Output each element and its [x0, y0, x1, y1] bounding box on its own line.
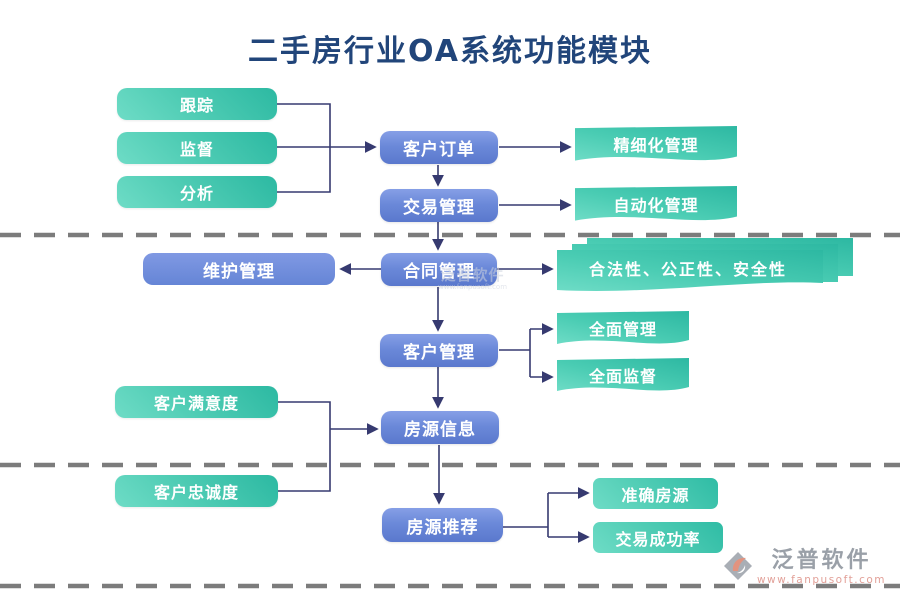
page-title: 二手房行业OA系统功能模块 — [248, 34, 652, 69]
node-customer-satisfaction: 客户满意度 — [115, 386, 278, 418]
brand-url: www.fanpusoft.com — [756, 574, 886, 586]
document-shape — [575, 186, 737, 221]
node-label: 维护管理 — [203, 261, 275, 282]
node-label: 房源推荐 — [406, 517, 479, 538]
node-label: 监督 — [179, 140, 214, 159]
node-label: 合法性、公正性、安全性 — [588, 260, 787, 279]
node-label: 自动化管理 — [613, 196, 699, 215]
node-label: 全面监督 — [588, 367, 657, 386]
node-label: 分析 — [179, 184, 214, 203]
multidocument-shape — [557, 238, 853, 291]
brand-name: 泛普软件 — [771, 548, 872, 573]
node-label: 客户管理 — [403, 343, 475, 363]
node-label: 交易成功率 — [615, 529, 701, 549]
node-customer-loyalty: 客户忠诚度 — [115, 475, 278, 507]
node-label: 精细化管理 — [613, 136, 699, 155]
node-transaction-mgmt: 交易管理 — [380, 189, 498, 222]
node-label: 全面管理 — [588, 320, 657, 339]
node-customer-mgmt: 客户管理 — [380, 334, 498, 367]
node-automated-mgmt: 自动化管理 — [575, 186, 737, 228]
node-listing-recommend: 房源推荐 — [382, 508, 503, 542]
node-full-supervision: 全面监督 — [557, 358, 689, 398]
document-shape — [557, 311, 689, 344]
node-label: 准确房源 — [621, 485, 690, 505]
node-analysis: 分析 — [117, 176, 277, 208]
document-shape — [557, 358, 689, 391]
node-label: 客户忠诚度 — [153, 483, 239, 502]
node-listing-info: 房源信息 — [381, 411, 499, 444]
node-refined-mgmt: 精细化管理 — [575, 126, 737, 168]
node-label: 客户订单 — [403, 140, 475, 160]
plain-connectors — [277, 103, 549, 537]
node-customer-order: 客户订单 — [380, 131, 498, 164]
node-deal-success: 交易成功率 — [593, 522, 723, 553]
node-label: 房源信息 — [404, 420, 476, 440]
node-contract-mgmt: 合同管理 — [381, 253, 497, 286]
node-label: 交易管理 — [403, 198, 475, 218]
node-legality: 合法性、公正性、安全性 — [557, 238, 853, 296]
arrow-connectors — [330, 141, 590, 543]
node-accurate-listing: 准确房源 — [593, 478, 718, 509]
node-full-mgmt: 全面管理 — [557, 311, 689, 351]
node-maintenance-mgmt: 维护管理 — [143, 253, 335, 285]
fanpu-logo-icon — [723, 552, 752, 580]
brand-text-column: 泛普软件 www.fanpusoft.com — [756, 548, 886, 587]
node-tracking: 跟踪 — [117, 88, 277, 120]
dashed-divider-lines — [0, 232, 900, 589]
node-label: 合同管理 — [403, 262, 475, 282]
document-shape — [575, 126, 737, 161]
node-label: 客户满意度 — [153, 394, 239, 413]
brand-logo: 泛普软件 www.fanpusoft.com — [723, 550, 886, 586]
node-label: 跟踪 — [179, 96, 214, 115]
node-supervision: 监督 — [117, 132, 277, 164]
